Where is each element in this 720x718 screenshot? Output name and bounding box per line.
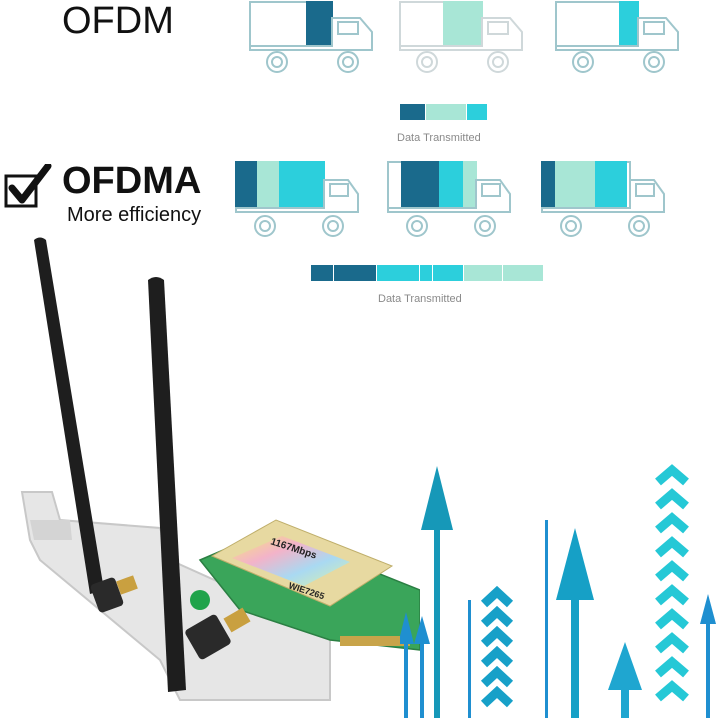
wifi-card-illustration: 1167Mbps WIE7265 xyxy=(20,237,420,701)
ofdm-trucks xyxy=(249,1,679,120)
chevron-stack-icon xyxy=(655,464,689,702)
ofdm-truck-1 xyxy=(249,1,373,73)
checkbox-checked-icon xyxy=(4,164,52,208)
ofdm-data-bar xyxy=(400,104,487,120)
arrow-up-icon xyxy=(400,612,430,718)
ofdm-truck-2 xyxy=(399,1,523,73)
ofdma-truck-2 xyxy=(387,161,511,237)
ofdm-caption: Data Transmitted xyxy=(397,132,481,144)
ofdma-title: OFDMA xyxy=(62,160,202,202)
arrow-up-icon xyxy=(468,520,548,718)
wifi-card-board: 1167Mbps WIE7265 xyxy=(198,519,420,651)
arrow-up-icon xyxy=(700,594,716,718)
arrow-up-icon xyxy=(608,642,642,718)
ofdma-truck-3 xyxy=(541,161,665,237)
antenna-left xyxy=(34,237,138,613)
ofdm-title: OFDM xyxy=(62,0,174,42)
ofdma-trucks xyxy=(235,161,665,281)
ofdma-data-bar xyxy=(311,265,543,281)
arrow-up-icon xyxy=(421,466,453,718)
ofdma-caption: Data Transmitted xyxy=(378,293,462,305)
ofdma-truck-1 xyxy=(235,161,359,237)
ofdma-subtitle: More efficiency xyxy=(67,204,202,226)
speed-arrows xyxy=(400,464,716,718)
chevron-stack-icon xyxy=(480,585,514,708)
ofdm-truck-3 xyxy=(555,1,679,73)
arrow-up-icon xyxy=(556,528,594,718)
antenna-right xyxy=(148,277,251,692)
